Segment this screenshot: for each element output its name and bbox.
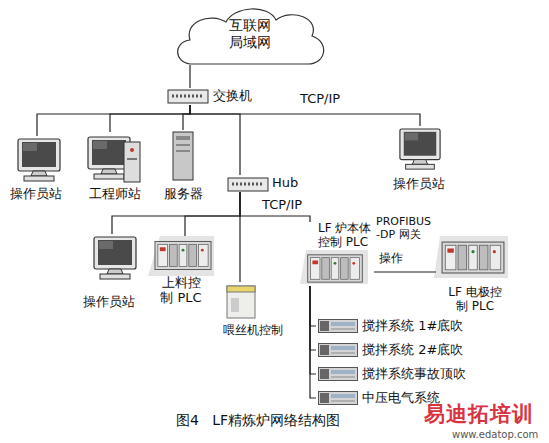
device-node: 上料控 制 PLC <box>150 236 212 306</box>
node-label: 上料控 制 PLC <box>160 276 202 306</box>
node-label: 服务器 <box>164 187 203 202</box>
network-link <box>183 105 190 130</box>
node-label: 喂丝机控制 <box>223 324 283 338</box>
node-label: 操作员站 <box>393 177 445 192</box>
annotation-label: PROFIBUS -DP 网关 <box>376 216 436 241</box>
node-label: LF 电极控 制 PLC <box>446 286 504 314</box>
network-link <box>37 105 190 136</box>
network-link <box>310 286 316 374</box>
device-node: LF 电极控 制 PLC <box>436 236 514 314</box>
node-label: LF 炉本体 控制 PLC <box>318 222 384 250</box>
network-link <box>110 105 190 132</box>
node-label: 搅拌系统 1#底吹 <box>362 319 463 334</box>
device-node: Hub <box>226 175 306 192</box>
annotation-label: TCP/IP <box>262 198 302 213</box>
annotation-label: TCP/IP <box>300 92 340 107</box>
device-node: 操作员站 <box>4 136 68 202</box>
device-node: 工程师站 <box>84 132 146 202</box>
device-node: LF 炉本体 控制 PLC <box>304 222 374 286</box>
network-link <box>190 105 240 175</box>
network-link <box>240 192 310 222</box>
annotation-label: 操作 <box>379 252 403 266</box>
device-node: 服务器 <box>158 130 208 202</box>
device-node: 搅拌系统 2#底吹 <box>316 340 467 360</box>
device-node: 搅拌系统 1#底吹 <box>316 316 467 336</box>
node-label: 工程师站 <box>89 187 141 202</box>
network-link <box>374 271 436 272</box>
node-label: 搅拌系统 2#底吹 <box>362 343 463 358</box>
node-label: 操作员站 <box>10 187 62 202</box>
node-label: Hub <box>272 176 298 191</box>
figure-caption: 图4 LF精炼炉网络结构图 <box>176 412 340 428</box>
cloud-node: 互联网 局域网 <box>170 2 330 65</box>
network-link <box>310 286 316 350</box>
device-node: 喂丝机控制 <box>212 282 294 338</box>
device-node: 交换机 <box>165 88 265 105</box>
node-label: 操作员站 <box>83 295 135 310</box>
node-label: 互联网 局域网 <box>225 17 275 49</box>
device-node: 操作员站 <box>70 234 148 310</box>
network-link <box>310 286 316 326</box>
node-label: 搅拌系统事故顶吹 <box>362 367 466 382</box>
device-node: 搅拌系统事故顶吹 <box>316 364 470 384</box>
network-link <box>189 65 190 88</box>
device-node: 操作员站 <box>386 126 452 192</box>
node-label: 交换机 <box>213 89 252 104</box>
network-link <box>190 105 420 126</box>
watermark: 易迪拓培训 <box>424 402 534 426</box>
watermark: www.edatop.com <box>452 429 538 441</box>
network-link <box>310 286 316 398</box>
